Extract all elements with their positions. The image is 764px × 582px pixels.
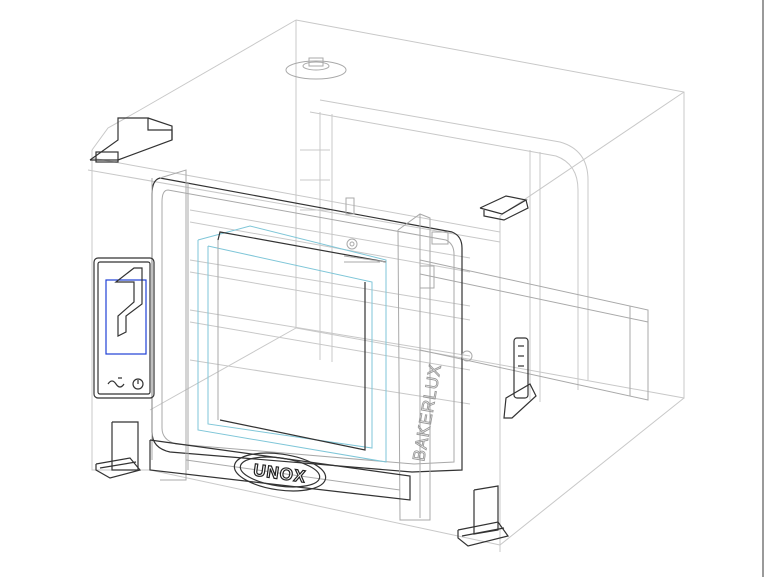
tray-rails xyxy=(189,149,471,405)
control-panel xyxy=(93,257,155,399)
foot-right xyxy=(457,485,510,547)
control-panel-icon xyxy=(105,279,147,355)
inner-chamber xyxy=(309,99,589,402)
door-badge-icon xyxy=(346,238,473,362)
front-frame xyxy=(149,169,463,521)
outer-housing xyxy=(87,19,685,552)
window-edge xyxy=(762,0,764,577)
top-fan-icon xyxy=(285,57,347,80)
foot-left xyxy=(95,421,142,479)
rail-clips xyxy=(345,197,449,289)
door-glass xyxy=(197,225,387,463)
brand-text: BAKERLUX xyxy=(409,362,445,463)
top-left-bracket xyxy=(89,117,173,163)
door-handle[interactable] xyxy=(503,337,537,419)
power-button-icon[interactable] xyxy=(132,378,144,390)
top-right-bracket xyxy=(479,195,529,221)
side-tray xyxy=(344,259,649,401)
